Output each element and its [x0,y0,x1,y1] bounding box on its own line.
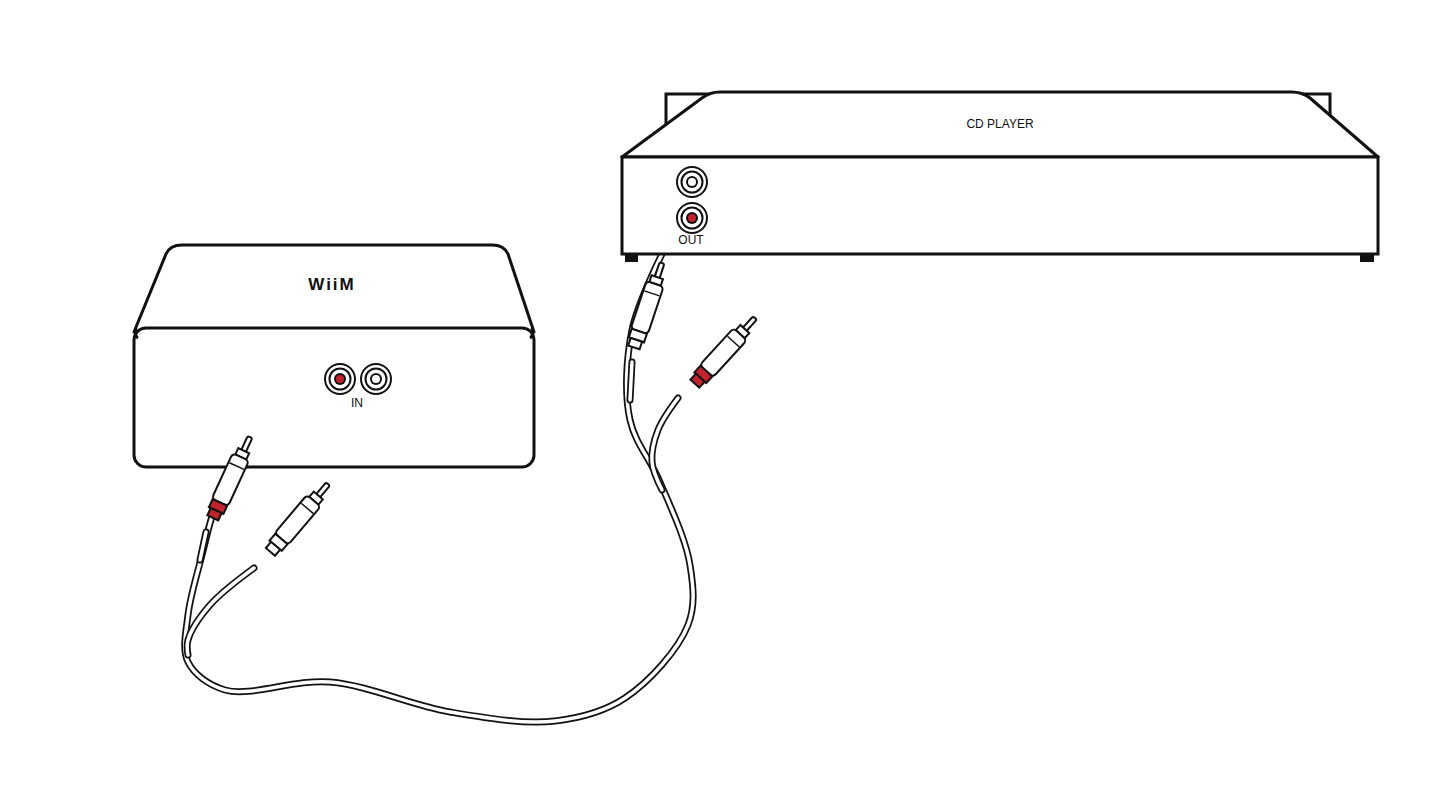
rca-jack [325,364,355,394]
cable-branch [187,568,254,655]
rca-jack [361,364,391,394]
rca-jack [677,167,707,197]
cable-branch [630,362,632,400]
cable-branch [200,532,206,560]
player-front [622,157,1378,254]
streamer-top [134,245,534,332]
rca-jack [677,203,707,233]
streamer-front [134,328,534,467]
streamer-box: WiiM IN [130,240,540,472]
cable-branch [652,398,678,490]
device-label: CD PLAYER [966,118,1033,131]
player-foot [1360,254,1374,262]
streamer-top-edge [135,328,532,338]
player-top [622,92,1378,157]
device-label: WiiM [308,276,356,295]
port-label: OUT [678,234,703,247]
white-rca-plug [625,260,670,350]
port-label: IN [351,397,363,410]
red-rca-plug [688,312,761,390]
player-foot [625,254,638,262]
cd-player: CD PLAYER OUT [620,88,1382,266]
white-rca-plug [264,478,335,558]
red-rca-plug [205,433,259,521]
device-outline [620,88,1382,266]
